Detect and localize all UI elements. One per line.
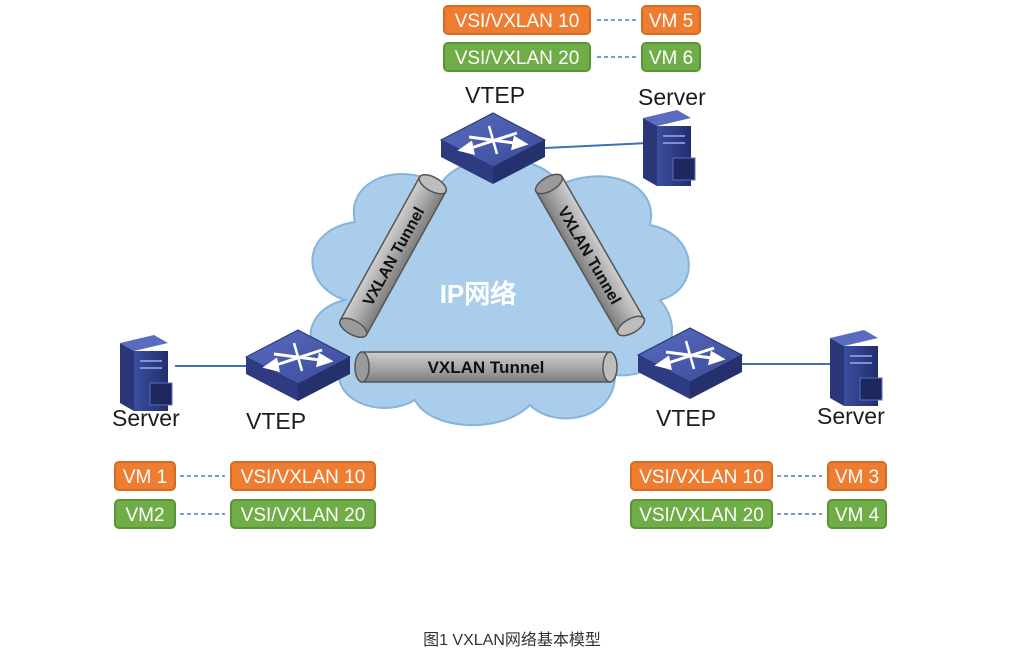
- left-vm-2-tag: VM2: [114, 499, 176, 529]
- top-vtep-label: VTEP: [465, 82, 526, 108]
- top-server-label: Server: [638, 84, 706, 110]
- left-vm-1-tag: VM 1: [114, 461, 176, 491]
- left-vsi-10-tag: VSI/VXLAN 10: [230, 461, 376, 491]
- right-vsi-20-tag: VSI/VXLAN 20: [630, 499, 773, 529]
- top-vm-5-tag: VM 5: [641, 5, 701, 35]
- tunnel-bottom-label: VXLAN Tunnel: [428, 358, 545, 377]
- top-vsi-10-tag: VSI/VXLAN 10: [443, 5, 591, 35]
- left-server-label: Server: [112, 405, 180, 431]
- top-vm-6-tag: VM 6: [641, 42, 701, 72]
- right-vm-3-tag: VM 3: [827, 461, 887, 491]
- figure-caption: 图1 VXLAN网络基本模型: [423, 632, 601, 649]
- server-icon-left: [120, 335, 173, 411]
- left-vsi-20-tag: VSI/VXLAN 20: [230, 499, 376, 529]
- mapping-dashes: [180, 19, 822, 515]
- vtep-switch-icon-left: [244, 329, 352, 401]
- right-server-label: Server: [817, 403, 885, 429]
- right-vm-4-tag: VM 4: [827, 499, 887, 529]
- cloud-label: IP网络: [440, 279, 517, 309]
- right-vtep-label: VTEP: [656, 405, 717, 431]
- tunnel-bottom: VXLAN Tunnel: [354, 351, 618, 383]
- top-vsi-20-tag: VSI/VXLAN 20: [443, 42, 591, 72]
- vtep-switch-icon-top: [439, 112, 547, 184]
- left-vtep-label: VTEP: [246, 408, 307, 434]
- server-icon-right: [830, 330, 883, 406]
- right-vsi-10-tag: VSI/VXLAN 10: [630, 461, 773, 491]
- server-icon-top: [643, 110, 696, 186]
- link-top-server: [544, 142, 649, 149]
- vtep-switch-icon-right: [636, 327, 744, 399]
